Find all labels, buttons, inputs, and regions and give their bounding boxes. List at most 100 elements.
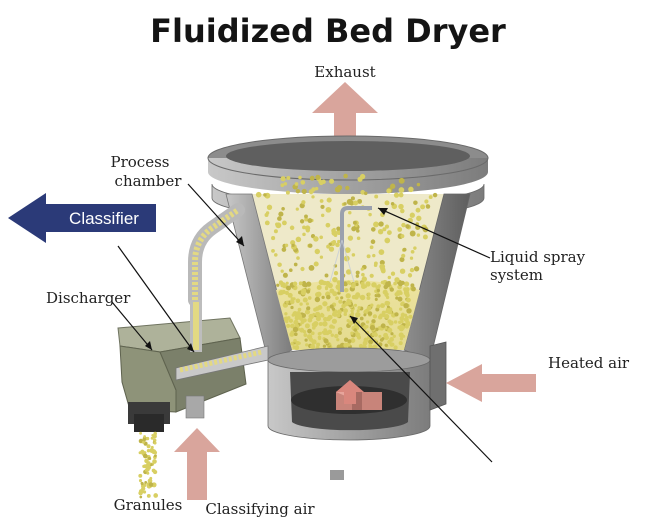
granule: [398, 341, 403, 346]
granule: [143, 435, 146, 438]
granule: [293, 332, 298, 337]
granule: [278, 290, 284, 296]
granule: [401, 253, 406, 258]
granule: [355, 282, 359, 287]
granule: [331, 228, 336, 233]
granule: [365, 281, 371, 287]
granule: [307, 328, 312, 334]
granule: [366, 296, 371, 300]
spray-nozzle: [340, 206, 372, 292]
granule: [346, 319, 350, 323]
granule: [334, 333, 339, 339]
granule: [384, 300, 390, 306]
classifier-leader: [117, 245, 195, 353]
granule: [424, 199, 429, 204]
granule: [308, 337, 314, 342]
granule: [300, 180, 306, 185]
falling-granules: [138, 431, 159, 499]
granule: [298, 290, 302, 295]
granule: [145, 436, 150, 441]
granule: [387, 275, 391, 280]
granule: [283, 316, 289, 322]
granule: [153, 469, 156, 473]
granule: [389, 337, 394, 342]
granule: [390, 271, 396, 276]
granule: [150, 436, 154, 440]
heated-air-label: Heated air: [548, 354, 630, 372]
granule: [409, 256, 414, 260]
granule: [384, 313, 390, 320]
granule: [335, 242, 340, 248]
granule: [311, 322, 317, 327]
granule: [153, 454, 157, 458]
granule: [389, 287, 394, 292]
granule: [322, 344, 327, 348]
granule: [290, 299, 295, 305]
granule: [299, 302, 303, 306]
granule: [363, 191, 368, 196]
granule: [303, 333, 308, 338]
granule: [283, 182, 288, 186]
granule-bed: [276, 279, 416, 351]
granule: [416, 233, 421, 237]
granule: [286, 175, 291, 181]
granule: [325, 206, 332, 213]
granule: [315, 311, 321, 317]
granule: [327, 314, 333, 320]
granule: [297, 307, 302, 312]
granule: [343, 308, 348, 314]
granule: [370, 239, 376, 244]
granule: [320, 313, 325, 318]
granule: [373, 221, 379, 228]
granule: [320, 204, 325, 209]
granule: [323, 338, 329, 344]
granule: [356, 236, 361, 241]
granule: [370, 227, 376, 232]
granule: [142, 464, 146, 469]
granule: [281, 247, 287, 252]
exhaust-arrow: [312, 82, 378, 160]
granule: [395, 296, 399, 300]
granule: [337, 330, 342, 335]
granule: [345, 269, 352, 275]
granule: [277, 262, 282, 267]
granule: [282, 272, 288, 278]
granule: [298, 281, 303, 286]
granule: [327, 282, 333, 289]
granule: [304, 338, 308, 342]
granule: [379, 263, 386, 270]
granule: [332, 276, 338, 283]
granule: [295, 340, 301, 346]
granule: [326, 294, 331, 300]
granule: [292, 281, 298, 287]
granule: [343, 337, 349, 342]
granule: [280, 283, 284, 288]
granule: [361, 272, 365, 277]
discharger-label: Discharger: [46, 289, 131, 307]
granule: [294, 314, 300, 320]
granule: [355, 312, 361, 318]
process-chamber-label-line1: Process: [111, 153, 170, 171]
granules-label: Granules: [114, 496, 183, 514]
granule: [404, 324, 409, 329]
granule: [338, 299, 343, 304]
granule: [336, 338, 340, 342]
granule: [336, 184, 343, 191]
granule: [328, 246, 335, 252]
granule: [285, 285, 292, 291]
granule: [331, 325, 335, 329]
granule: [147, 456, 152, 461]
granule: [149, 463, 153, 467]
granule: [371, 282, 377, 288]
granule: [322, 321, 328, 327]
granule: [321, 330, 325, 334]
granule: [351, 253, 356, 257]
bed-leader: [349, 315, 493, 463]
granule: [298, 175, 302, 180]
granule: [300, 266, 305, 272]
granule: [350, 196, 355, 201]
granule: [409, 212, 415, 218]
granule: [390, 183, 396, 189]
process-chamber: [207, 135, 489, 361]
